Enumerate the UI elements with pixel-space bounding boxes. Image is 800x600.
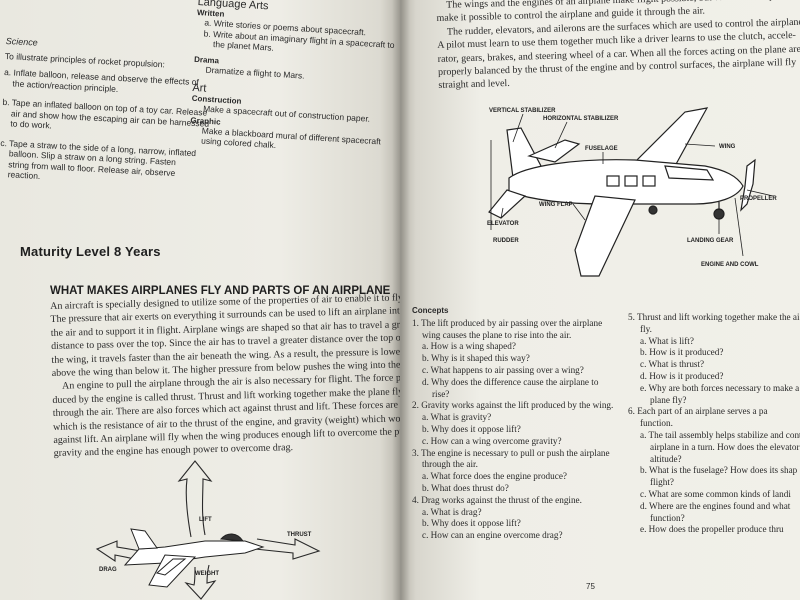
elevator-label: ELEVATOR [487, 221, 519, 227]
science-item-b: b. Tape an inflated balloon on top of a … [2, 96, 210, 131]
concept-1: 1. The lift produced by air passing over… [412, 317, 603, 399]
control-surfaces-paragraph: The wings and the engines of an airplane… [436, 0, 800, 93]
concept-5: 5. Thrust and lift working together make… [628, 312, 800, 405]
arts-activities: Language Arts Written a. Write stories o… [189, 0, 398, 157]
left-page: Science To illustrate principles of rock… [0, 0, 400, 600]
concept-2: 2. Gravity works against the lift produc… [412, 400, 614, 446]
drag-arrow [95, 540, 142, 563]
propeller-label: PROPELLER [740, 196, 777, 202]
horizontal-stabilizer [527, 139, 581, 163]
forces-diagram: LIFT THRUST DRAG WEIGHT [95, 460, 321, 600]
fuselage-label: FUSELAGE [585, 146, 618, 152]
section-title: WHAT MAKES AIRPLANES FLY AND PARTS OF AN… [50, 285, 391, 297]
concept-3: 3. The engine is necessary to pull or pu… [412, 447, 610, 493]
wing-flap-label: WING FLAP [539, 202, 573, 208]
drag-label: DRAG [99, 567, 117, 573]
elevator [488, 189, 527, 219]
right-page: The wings and the engines of an airplane… [400, 0, 800, 600]
thrust-arrow [254, 538, 321, 560]
lift-arrow [177, 460, 213, 538]
science-item-a: a. Inflate balloon, release and observe … [3, 66, 200, 94]
maturity-level-heading: Maturity Level 8 Years [20, 244, 161, 259]
landing-gear-wheel [713, 208, 725, 220]
page-number: 75 [586, 582, 595, 591]
lift-label: LIFT [199, 517, 212, 523]
science-item-c: c. Tape a straw to the side of a long, n… [0, 137, 197, 181]
airplane-parts-diagram: VERTICAL STABILIZER HORIZONTAL STABILIZE… [487, 107, 777, 277]
rudder-label: RUDDER [493, 238, 519, 244]
airplane-body-paragraph: An aircraft is specially designed to uti… [50, 291, 400, 461]
concept-6: 6. Each part of an airplane serves a pa … [628, 406, 800, 535]
vertical-stabilizer-label: VERTICAL STABILIZER [489, 108, 556, 114]
book-gutter-shadow [392, 0, 410, 600]
concepts-column-2: 5. Thrust and lift working together make… [628, 312, 800, 536]
jet-silhouette [123, 528, 265, 588]
concepts-heading: Concepts [412, 306, 449, 315]
engine-and-cowl-label: ENGINE AND COWL [701, 262, 759, 268]
near-wing [574, 195, 636, 277]
weight-label: WEIGHT [195, 571, 219, 577]
concepts-column-1: Concepts 1. The lift produced by air pas… [412, 305, 627, 542]
propeller [740, 158, 756, 212]
horizontal-stabilizer-label: HORIZONTAL STABILIZER [543, 116, 619, 122]
landing-gear-label: LANDING GEAR [687, 238, 734, 244]
far-wing [633, 107, 709, 167]
thrust-label: THRUST [287, 532, 312, 538]
concept-4: 4. Drag works against the thrust of the … [412, 494, 582, 541]
wing-label: WING [719, 144, 736, 150]
weight-arrow [184, 564, 217, 600]
science-activities: Science To illustrate principles of rock… [0, 36, 210, 189]
